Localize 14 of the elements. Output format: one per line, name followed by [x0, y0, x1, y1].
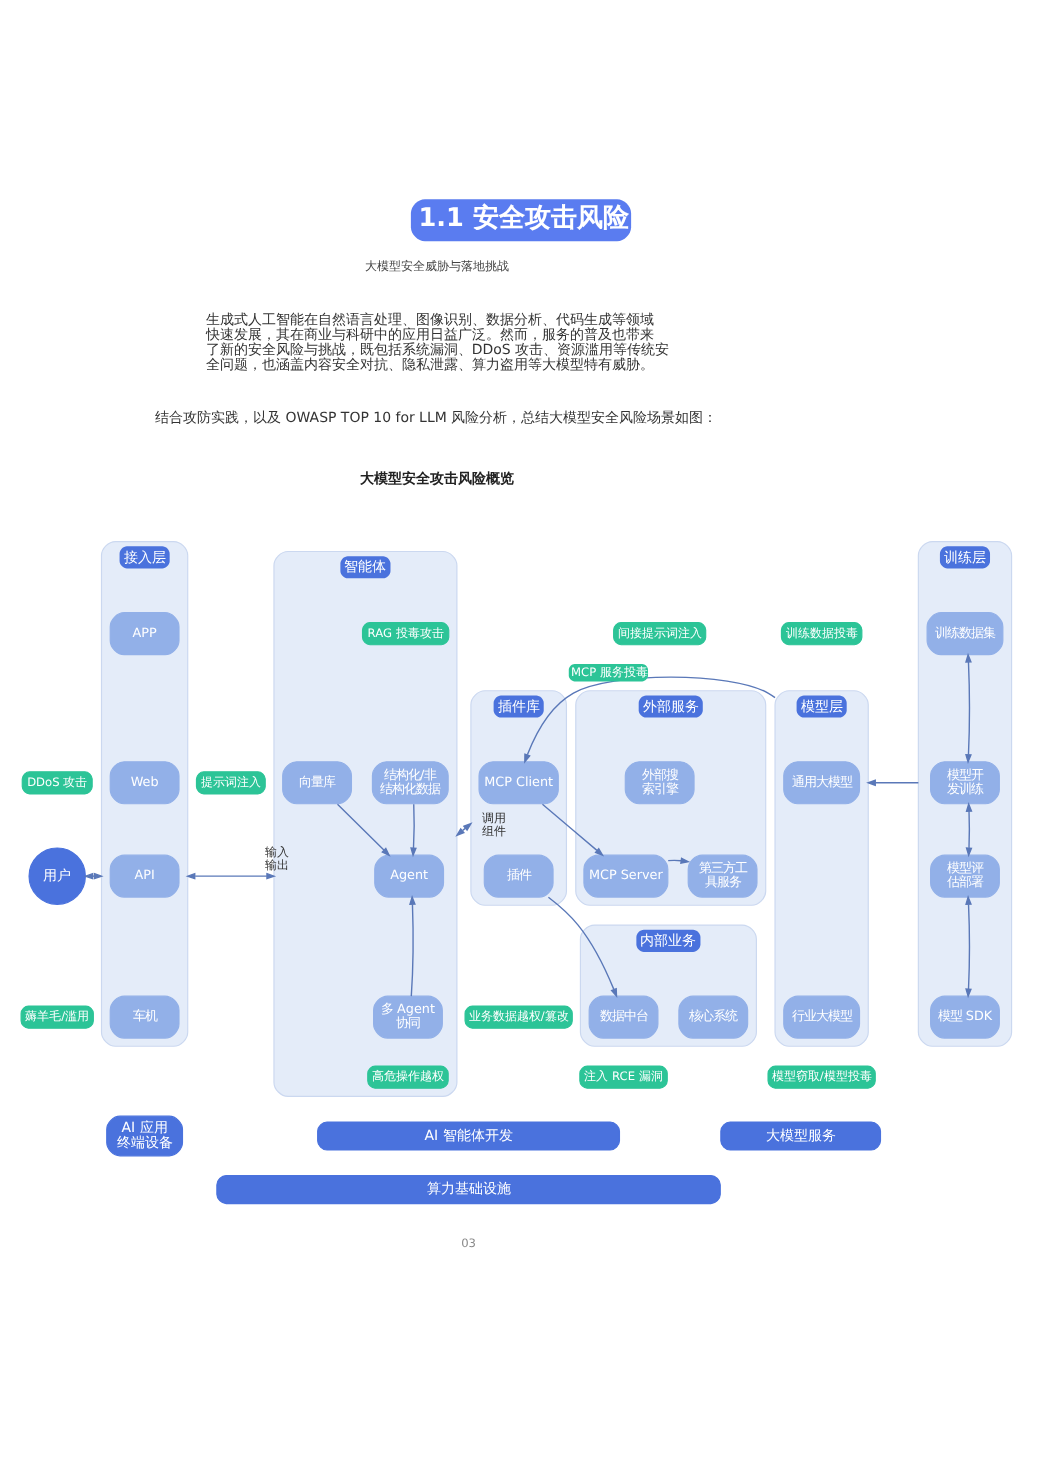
arrow [455, 822, 473, 837]
arrow [965, 895, 972, 999]
diagram-title: 1.1 安全攻击风险 [418, 203, 629, 234]
arrow [185, 872, 277, 880]
arrow [965, 652, 972, 764]
arrow [410, 803, 417, 858]
arrow [547, 896, 618, 999]
arrow [866, 779, 920, 787]
arrow [541, 803, 605, 857]
arrow [83, 872, 104, 880]
arrow [524, 676, 776, 764]
arrow [965, 802, 973, 858]
arrow [409, 895, 416, 997]
arrow [336, 803, 391, 857]
